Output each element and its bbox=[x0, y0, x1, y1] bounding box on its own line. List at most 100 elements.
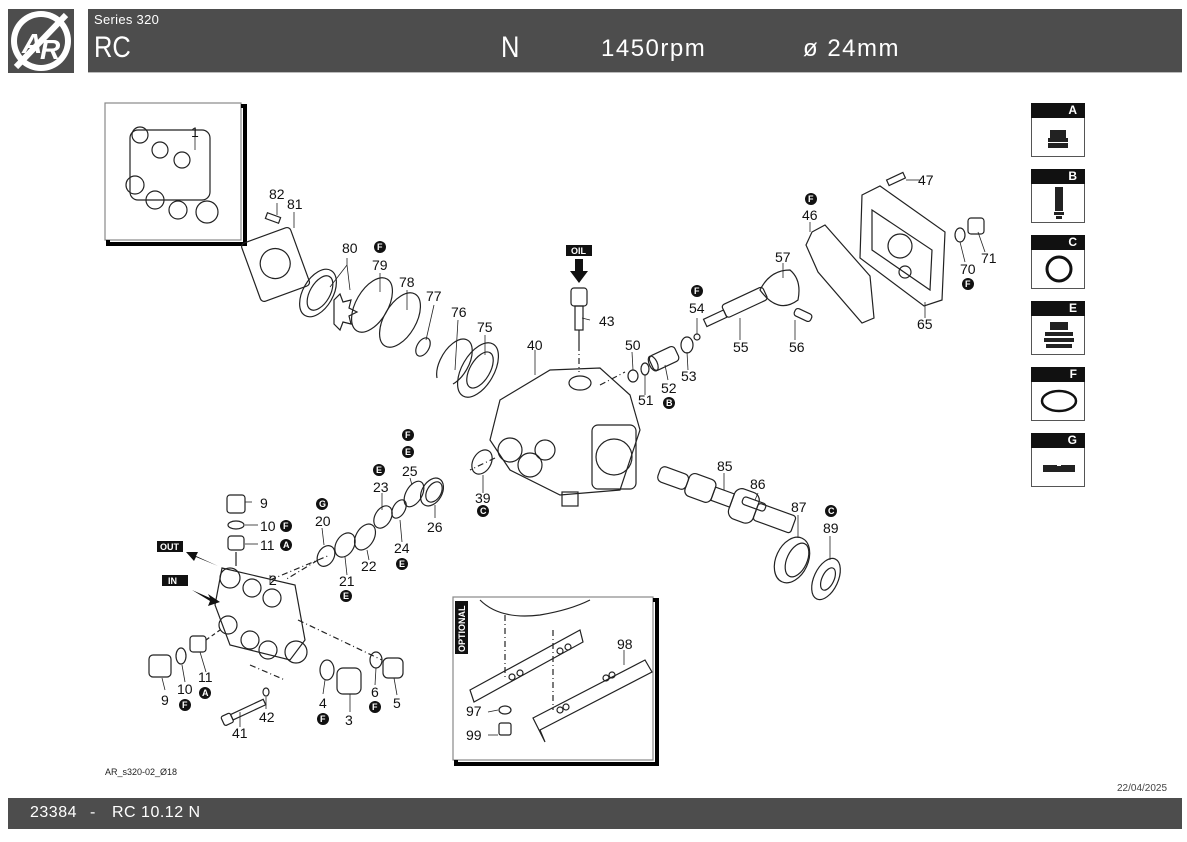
part-label: 40 bbox=[527, 337, 543, 353]
legend-letter: B bbox=[1031, 169, 1085, 184]
part-label: 5 bbox=[393, 695, 401, 711]
part-label: 22 bbox=[361, 558, 377, 574]
part-label: 53 bbox=[681, 368, 697, 384]
part-label: 86 bbox=[750, 476, 766, 492]
part-label: 85 bbox=[717, 458, 733, 474]
svg-text:A: A bbox=[202, 688, 209, 698]
rpm-label: 1450rpm bbox=[601, 35, 707, 62]
part-label: 79 bbox=[372, 257, 388, 273]
in-arrow-icon bbox=[192, 590, 220, 606]
kit-badge-g: G bbox=[316, 498, 328, 510]
part-label: 87 bbox=[791, 499, 807, 515]
svg-text:A: A bbox=[283, 540, 290, 550]
part-label: 71 bbox=[981, 250, 997, 266]
svg-text:F: F bbox=[965, 279, 971, 289]
svg-text:F: F bbox=[372, 702, 378, 712]
model-label: RC bbox=[94, 31, 131, 64]
part-label: 39 bbox=[475, 490, 491, 506]
part-label: 10 bbox=[177, 681, 193, 697]
kit-badge-e: E bbox=[402, 446, 414, 458]
kit-badge-c: C bbox=[477, 505, 489, 517]
svg-text:F: F bbox=[182, 700, 188, 710]
manifold bbox=[214, 567, 308, 664]
part-label: 23 bbox=[373, 479, 389, 495]
support-ring-kit-icon bbox=[1043, 463, 1075, 472]
svg-text:R: R bbox=[40, 34, 61, 65]
part-label: 11 bbox=[260, 537, 275, 553]
part-label: 41 bbox=[232, 725, 248, 741]
part-label: 1 bbox=[191, 124, 199, 140]
svg-text:F: F bbox=[405, 430, 411, 440]
ar-logo-icon: A R bbox=[11, 11, 71, 71]
legend-kit-f[interactable]: F bbox=[1031, 367, 1085, 421]
footer-separator: - bbox=[90, 804, 96, 821]
out-arrow-icon bbox=[186, 552, 218, 566]
part-label: 82 bbox=[269, 186, 285, 202]
part-label: 56 bbox=[789, 339, 805, 355]
part-label: 75 bbox=[477, 319, 493, 335]
legend-letter: F bbox=[1031, 367, 1085, 382]
kit-badge-f: F bbox=[374, 241, 386, 253]
legend-letter: A bbox=[1031, 103, 1085, 118]
legend-kit-g[interactable]: G bbox=[1031, 433, 1085, 487]
svg-text:F: F bbox=[283, 521, 289, 531]
part-label: 50 bbox=[625, 337, 641, 353]
footer-model-name: RC 10.12 N bbox=[112, 804, 201, 821]
part-label: 54 bbox=[689, 300, 705, 316]
kit-badge-a: A bbox=[199, 687, 211, 699]
svg-text:C: C bbox=[828, 506, 835, 516]
legend-letter: E bbox=[1031, 301, 1085, 316]
legend-kit-b[interactable]: B bbox=[1031, 169, 1085, 223]
svg-text:G: G bbox=[319, 499, 326, 509]
oil-tag: OIL bbox=[566, 245, 592, 283]
part-label: 80 bbox=[342, 240, 358, 256]
legend-kit-c[interactable]: C bbox=[1031, 235, 1085, 289]
svg-text:B: B bbox=[666, 398, 673, 408]
svg-text:E: E bbox=[405, 447, 411, 457]
svg-text:E: E bbox=[399, 559, 405, 569]
kit-badge-f: F bbox=[962, 278, 974, 290]
part-label: 20 bbox=[315, 513, 331, 529]
part-label: 43 bbox=[599, 313, 615, 329]
oil-arrow-icon bbox=[570, 259, 588, 283]
part-label: 6 bbox=[371, 684, 379, 700]
flange-plate bbox=[241, 226, 311, 302]
rear-cover bbox=[859, 185, 946, 307]
optional-tag-label: OPTIONAL bbox=[457, 605, 467, 652]
legend-letter: C bbox=[1031, 235, 1085, 250]
part-label: 26 bbox=[427, 519, 443, 535]
part-label: 9 bbox=[260, 495, 268, 511]
footer-code: 23384 bbox=[30, 804, 77, 821]
kit-badge-f: F bbox=[369, 701, 381, 713]
kit-badge-c: C bbox=[825, 505, 837, 517]
in-tag-label: IN bbox=[168, 576, 177, 586]
part-label: 10 bbox=[260, 518, 276, 534]
document-date: 22/04/2025 bbox=[1117, 783, 1168, 794]
legend-kit-a[interactable]: A bbox=[1031, 103, 1085, 157]
part-label: 77 bbox=[426, 288, 442, 304]
oil-seal-kit-icon bbox=[1045, 255, 1073, 283]
kit-badge-f: F bbox=[402, 429, 414, 441]
part-label: 3 bbox=[345, 712, 353, 728]
kit-badge-f: F bbox=[691, 285, 703, 297]
series-label: Series 320 bbox=[94, 12, 160, 27]
part-label: 51 bbox=[638, 392, 654, 408]
crankcase bbox=[489, 367, 641, 507]
kit-badge-e: E bbox=[373, 464, 385, 476]
svg-text:C: C bbox=[480, 506, 487, 516]
o-ring-kit-icon bbox=[1040, 389, 1078, 413]
kit-badge-e: E bbox=[396, 558, 408, 570]
part-label: 76 bbox=[451, 304, 467, 320]
legend-kit-e[interactable]: E bbox=[1031, 301, 1085, 355]
svg-text:A: A bbox=[21, 28, 42, 59]
out-tag: OUT bbox=[157, 541, 218, 566]
part-label: 70 bbox=[960, 261, 976, 277]
part-label: 9 bbox=[161, 692, 169, 708]
svg-text:E: E bbox=[343, 591, 349, 601]
part-label: 4 bbox=[319, 695, 327, 711]
part-label: 42 bbox=[259, 709, 275, 725]
svg-text:F: F bbox=[377, 242, 383, 252]
kit-badge-b: B bbox=[663, 397, 675, 409]
header-bar: Series 320 RC N 1450rpm ø 24mm bbox=[88, 9, 1182, 73]
